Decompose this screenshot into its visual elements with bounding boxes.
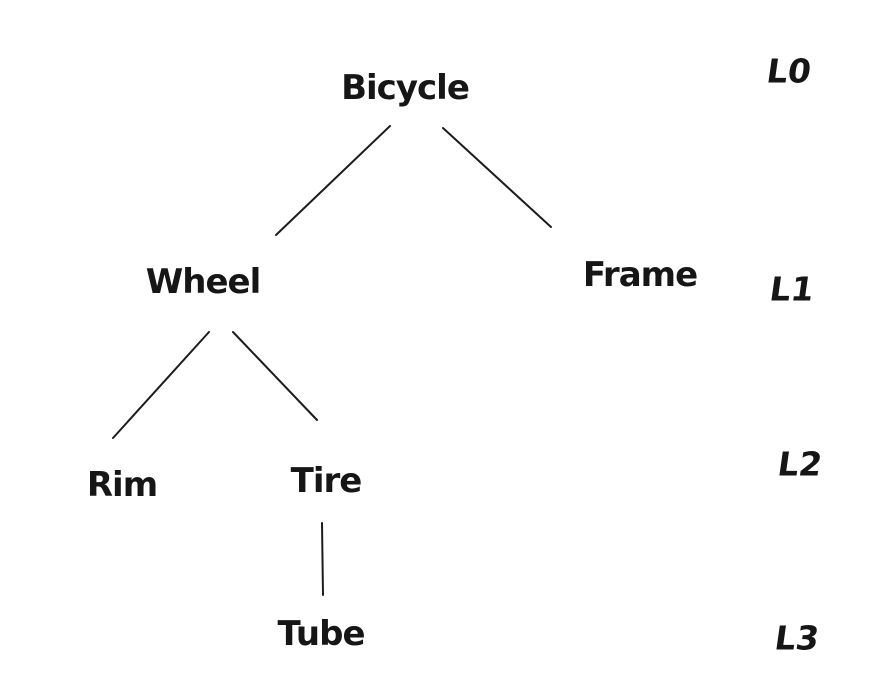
level-label-l2: L2 (775, 444, 825, 484)
level-label-l3: L3 (772, 618, 822, 658)
node-tube: Tube (277, 614, 365, 654)
node-bicycle: Bicycle (341, 68, 470, 108)
edge-bicycle-frame (442, 127, 552, 228)
edge-wheel-rim (112, 331, 210, 439)
edge-bicycle-wheel (275, 125, 391, 236)
level-label-l1: L1 (767, 269, 817, 309)
edge-wheel-tire (232, 331, 318, 421)
level-label-l0: L0 (764, 51, 814, 91)
node-rim: Rim (86, 465, 158, 505)
edge-tire-tube (321, 522, 324, 596)
node-wheel: Wheel (145, 262, 261, 302)
node-frame: Frame (582, 255, 698, 295)
node-tire: Tire (290, 461, 363, 501)
